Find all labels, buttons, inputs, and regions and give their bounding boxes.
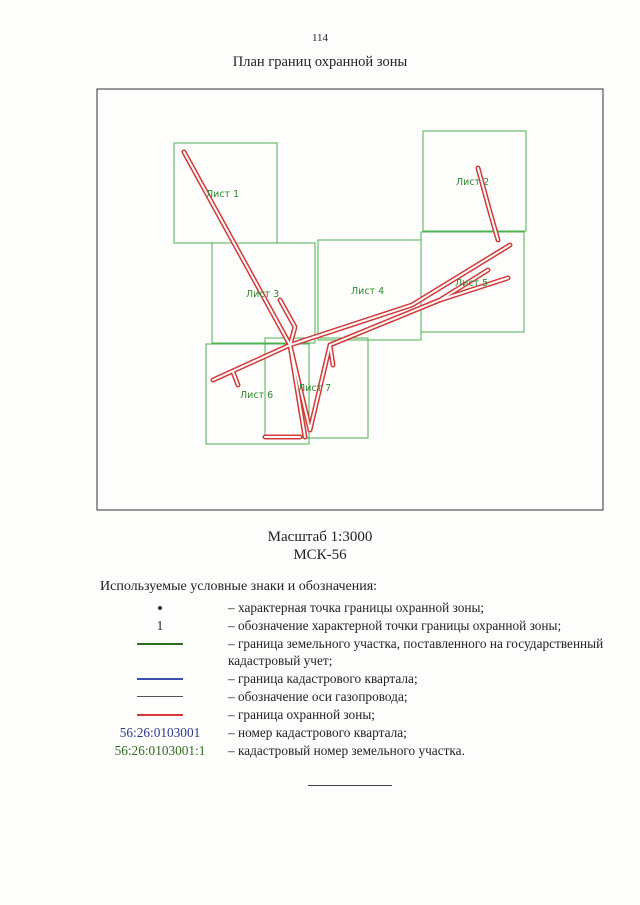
legend-desc: – граница земельного участка, поставленн… bbox=[228, 636, 604, 668]
plan-title: План границ охранной зоны bbox=[232, 54, 408, 70]
sheet-frame-3 bbox=[211, 242, 316, 344]
sheet-frame-5 bbox=[420, 231, 525, 333]
legend-desc: – кадастровый номер земельного участка. bbox=[228, 743, 465, 758]
legend-row-zone-boundary: – граница охранной зоны; bbox=[100, 706, 620, 723]
legend-row-parcel-number: 56:26:0103001:1 – кадастровый номер земе… bbox=[100, 742, 620, 759]
zone-boundary-line-icon bbox=[137, 713, 183, 716]
scale-text: Масштаб 1:3000 bbox=[267, 529, 373, 545]
parcel-number-symbol: 56:26:0103001:1 bbox=[114, 743, 206, 758]
page-number: 114 bbox=[311, 32, 329, 44]
crs-text: МСК-56 bbox=[293, 547, 347, 563]
legend-desc: – граница охранной зоны; bbox=[228, 707, 375, 722]
pipeline-axis-line-icon bbox=[137, 696, 183, 697]
legend-row-point-label: 1 – обозначение характерной точки границ… bbox=[100, 617, 620, 634]
sheet-label-1: Лист 1 bbox=[206, 189, 239, 200]
sheet-label-4: Лист 4 bbox=[351, 286, 384, 297]
sheet-frame-2 bbox=[422, 130, 527, 232]
scale-block: Масштаб 1:3000 МСК-56 bbox=[0, 528, 640, 564]
quarter-boundary-line-icon bbox=[137, 677, 183, 680]
legend-desc: – обозначение оси газопровода; bbox=[228, 689, 408, 704]
legend-desc: – обозначение характерной точки границы … bbox=[228, 618, 562, 633]
sheet-label-7: Лист 7 bbox=[298, 383, 331, 394]
legend-row-point: – характерная точка границы охранной зон… bbox=[100, 599, 620, 616]
legend-row-quarter-number: 56:26:0103001 – номер кадастрового кварт… bbox=[100, 724, 620, 741]
legend-heading: Используемые условные знаки и обозначени… bbox=[100, 579, 378, 594]
legend-desc: – номер кадастрового квартала; bbox=[228, 725, 407, 740]
sheet-label-2: Лист 2 bbox=[456, 177, 489, 188]
point-label-symbol: 1 bbox=[156, 618, 164, 633]
point-dot-icon bbox=[158, 605, 162, 610]
legend-row-pipeline-axis: – обозначение оси газопровода; bbox=[100, 688, 620, 705]
legend-desc: – граница кадастрового квартала; bbox=[228, 671, 418, 686]
sheet-label-3: Лист 3 bbox=[246, 289, 279, 300]
zone-boundary bbox=[181, 149, 513, 440]
legend-desc: – характерная точка границы охранной зон… bbox=[228, 600, 485, 615]
legend: – характерная точка границы охранной зон… bbox=[100, 599, 620, 760]
sheet-label-5: Лист 5 bbox=[455, 278, 488, 289]
legend-row-quarter-boundary: – граница кадастрового квартала; bbox=[100, 670, 620, 687]
quarter-number-symbol: 56:26:0103001 bbox=[119, 725, 201, 740]
parcel-boundary-line-icon bbox=[137, 642, 183, 645]
sheet-label-6: Лист 6 bbox=[240, 390, 273, 401]
footer-rule bbox=[308, 785, 392, 786]
plan-map: Лист 1 Лист 2 Лист 3 Лист 4 Лист 5 Лист … bbox=[96, 88, 604, 511]
sheet-frame-6 bbox=[205, 343, 310, 445]
map-border bbox=[96, 88, 604, 511]
legend-row-parcel-boundary: – граница земельного участка, поставленн… bbox=[100, 635, 620, 669]
sheet-frames bbox=[173, 130, 527, 445]
